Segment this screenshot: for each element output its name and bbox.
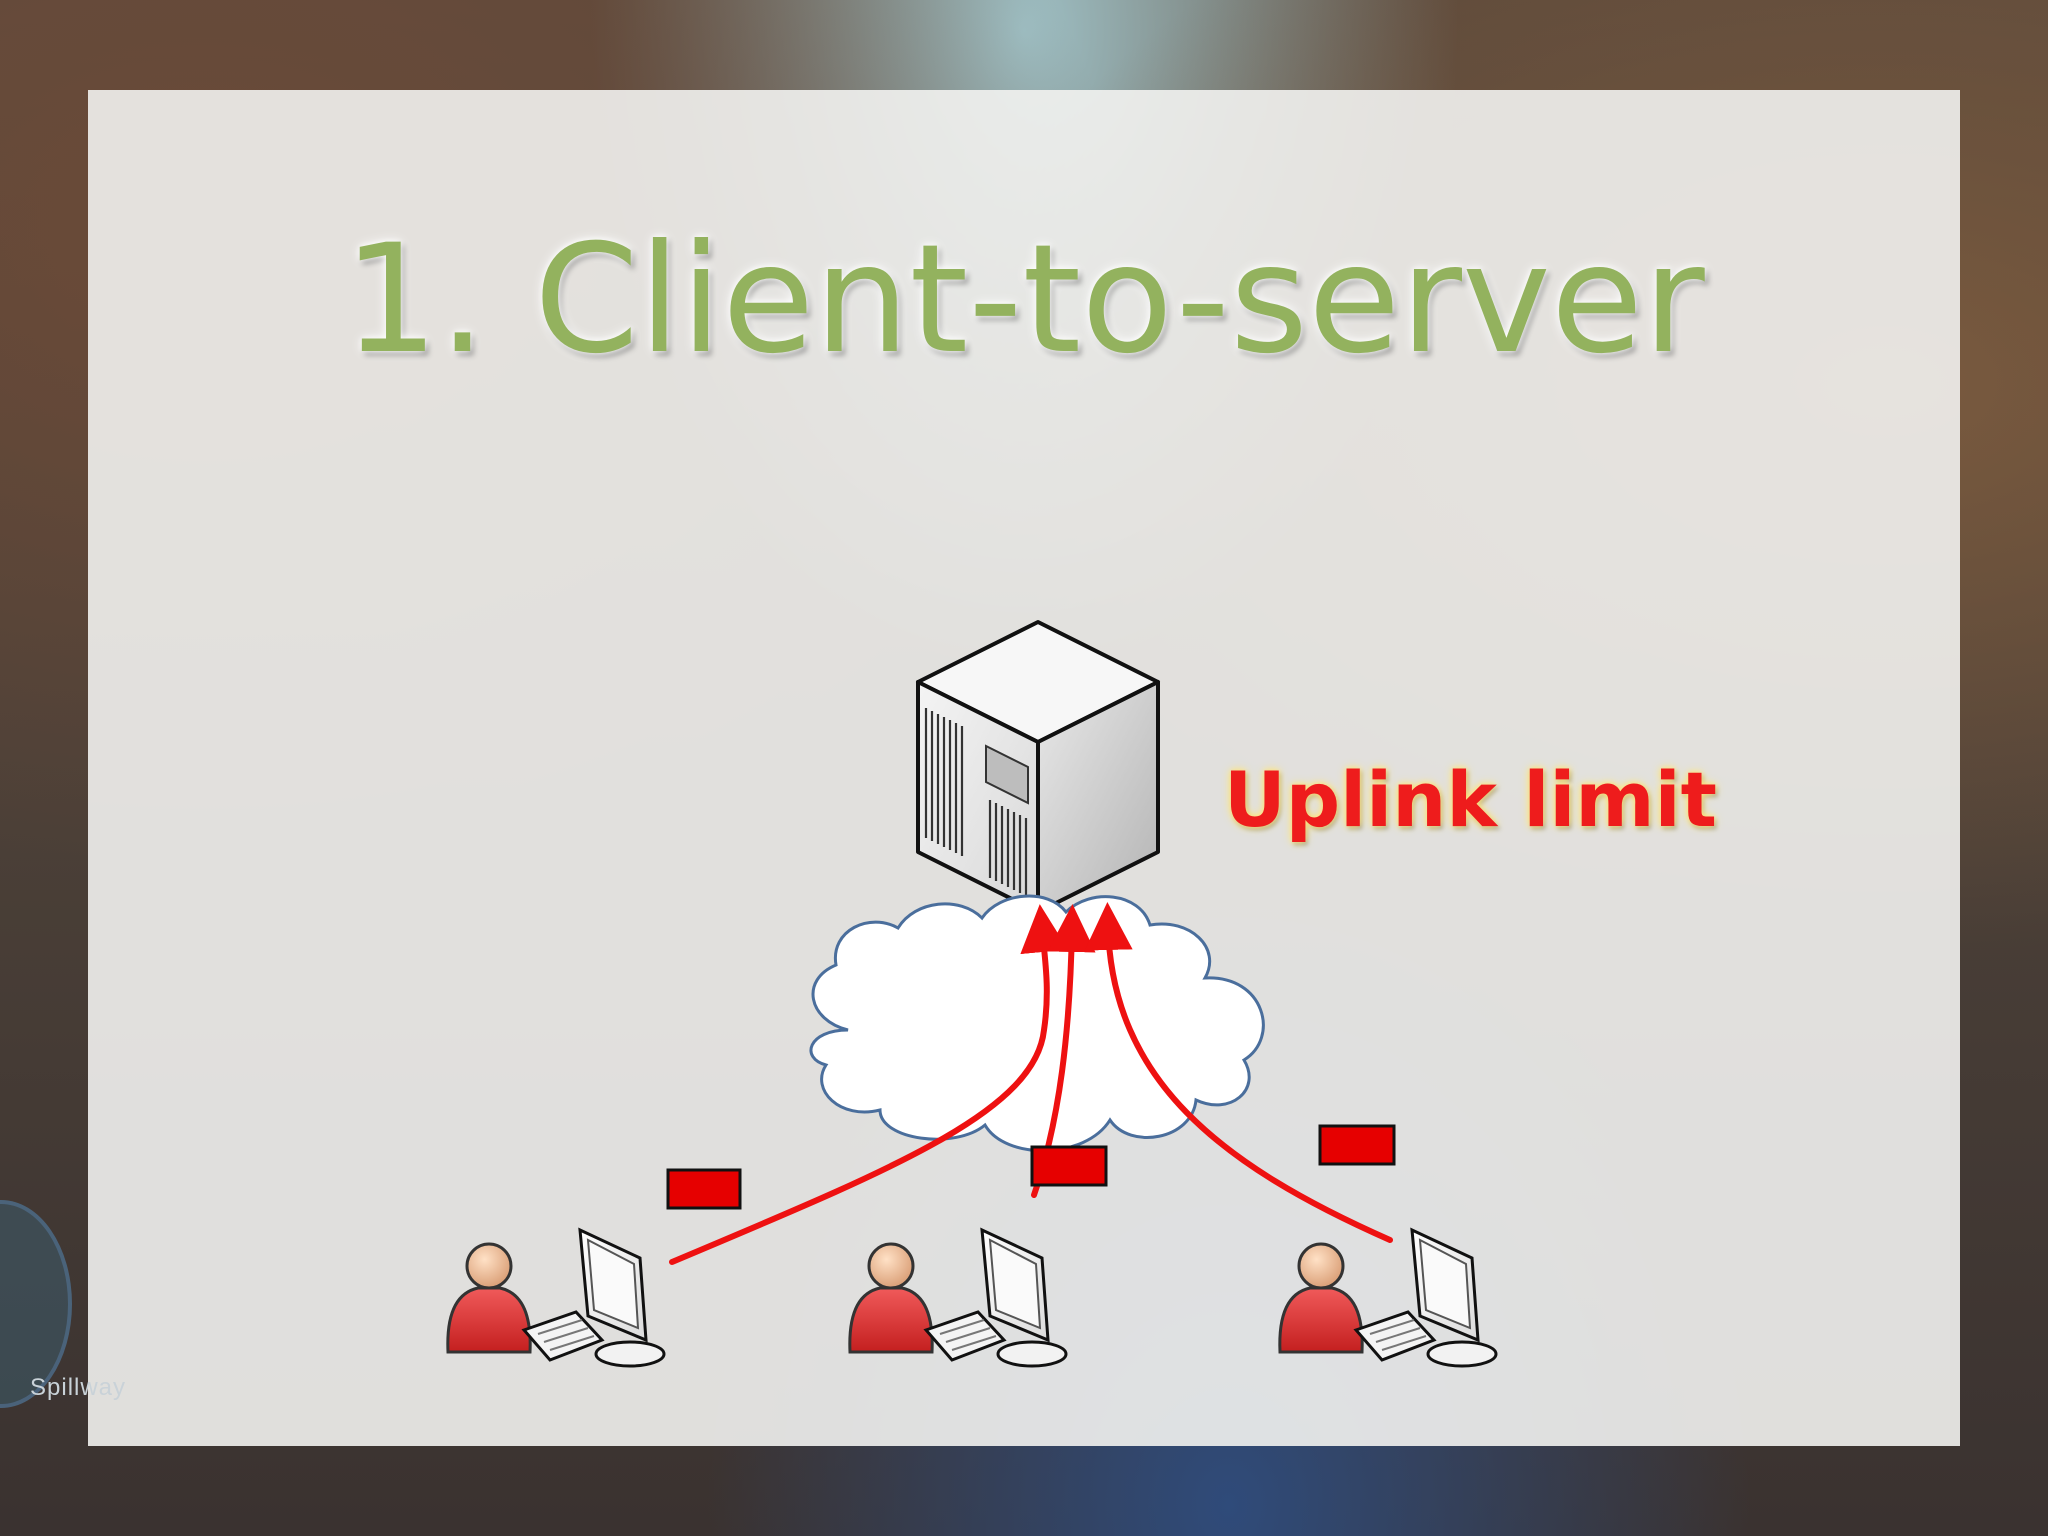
user-icon xyxy=(446,1242,532,1354)
monitor-icon xyxy=(980,1227,1068,1368)
user-icon xyxy=(848,1242,934,1354)
uplink-limit-label: Uplink limit xyxy=(1224,755,1717,844)
game-hud-map-label: Spillway xyxy=(30,1374,127,1401)
user-icon xyxy=(1278,1242,1364,1354)
server-icon xyxy=(916,620,1160,914)
keyboard-icon xyxy=(521,1310,605,1362)
monitor-icon xyxy=(1410,1227,1498,1368)
client-1-workstation xyxy=(446,1227,666,1368)
packet-1 xyxy=(666,1168,742,1210)
packet-2 xyxy=(1030,1145,1108,1187)
keyboard-icon xyxy=(923,1310,1007,1362)
packet-3 xyxy=(1318,1124,1396,1166)
cloud-icon xyxy=(809,894,1265,1153)
client-2-workstation xyxy=(848,1227,1068,1368)
arrow-client3-to-server xyxy=(1084,902,1393,1243)
monitor-icon xyxy=(578,1227,666,1368)
arrow-client1-to-server xyxy=(669,904,1069,1265)
slide-title: 1. Client-to-server xyxy=(343,213,1705,387)
client-3-workstation xyxy=(1278,1227,1498,1368)
keyboard-icon xyxy=(1353,1310,1437,1362)
